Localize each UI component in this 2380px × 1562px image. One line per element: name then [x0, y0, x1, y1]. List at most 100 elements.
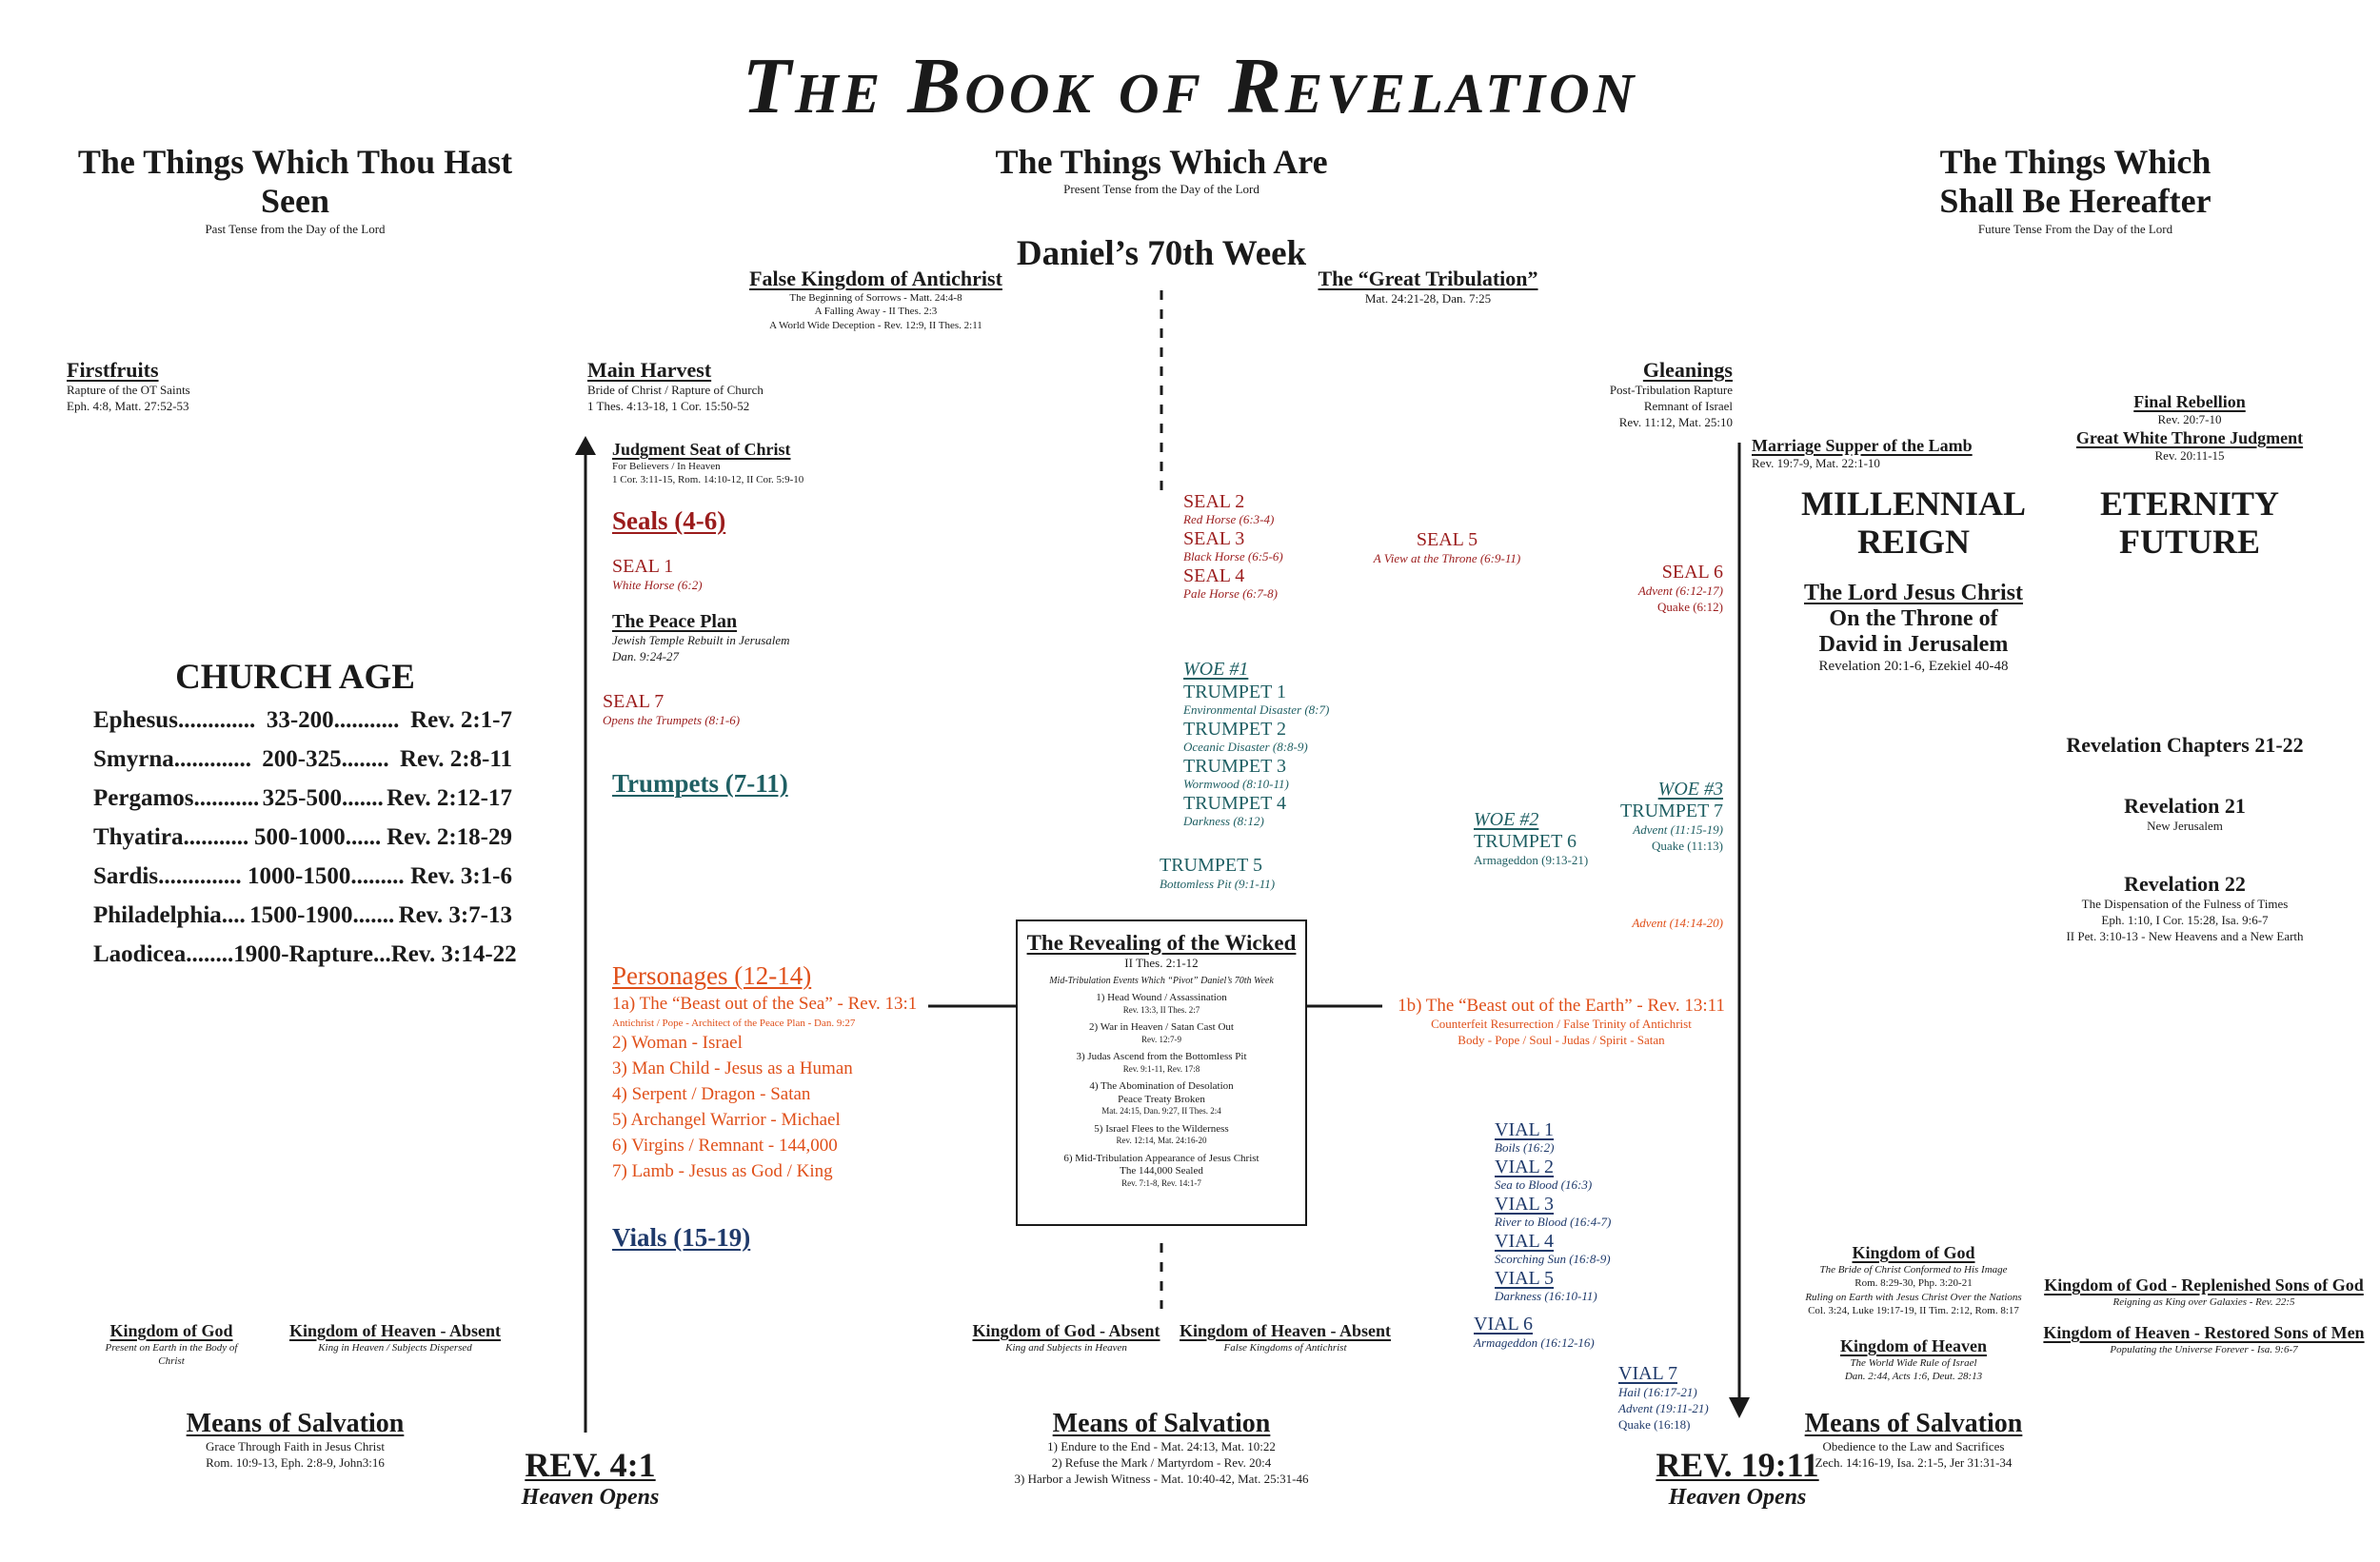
- kog-right-line-1: The Bride of Christ Conformed to His Ima…: [1819, 1264, 2008, 1275]
- seal6-block: SEAL 6 Advent (6:12-17) Quake (6:12): [1561, 562, 1723, 616]
- church-row: Pergamos...........325-500.......Rev. 2:…: [93, 779, 512, 818]
- church-name: Thyatira...........: [93, 818, 248, 857]
- kog-mid-sub: King and Subjects in Heaven: [1005, 1342, 1127, 1354]
- koh-mid-title: Kingdom of Heaven - Absent: [1179, 1321, 1391, 1340]
- means-left-block: Means of Salvation Grace Through Faith i…: [143, 1409, 447, 1472]
- church-row: Sardis..............1000-1500.........Re…: [93, 857, 512, 896]
- rev22-block: Revelation 22 The Dispensation of the Fu…: [1990, 872, 2380, 945]
- false-kingdom-line-2: A Falling Away - II Thes. 2:3: [814, 306, 938, 318]
- revealing-sub: Mid-Tribulation Events Which “Pivot” Dan…: [1049, 975, 1274, 986]
- firstfruits-line-2: Eph. 4:8, Matt. 27:52-53: [67, 398, 189, 413]
- main-harvest-line-2: 1 Thes. 4:13-18, 1 Cor. 15:50-52: [587, 398, 750, 413]
- revealing-event-ref: Rev. 7:1-8, Rev. 14:1-7: [1121, 1178, 1201, 1189]
- church-age-title: CHURCH AGE: [175, 658, 415, 697]
- trumpet7-title: TRUMPET 7: [1620, 801, 1723, 821]
- revealing-title: The Revealing of the Wicked: [1026, 931, 1297, 955]
- church-ref: Rev. 3:7-13: [398, 902, 512, 928]
- seal5-sub: A View at the Throne (6:9-11): [1373, 551, 1521, 565]
- gleanings-line-2: Remnant of Israel: [1643, 398, 1733, 413]
- firstfruits-title: Firstfruits: [67, 358, 159, 382]
- means-right-line-2: Zech. 14:16-19, Isa. 2:1-5, Jer 31:31-34: [1815, 1454, 2013, 1470]
- church-name: Pergamos...........: [93, 779, 259, 818]
- trumpet-mid-sub: Oceanic Disaster (8:8-9): [1183, 739, 1308, 754]
- church-name-text: Smyrna: [93, 746, 174, 772]
- lord-jesus-ref: Revelation 20:1-6, Ezekiel 40-48: [1818, 659, 2009, 674]
- marriage-supper-block: Marriage Supper of the Lamb Rev. 19:7-9,…: [1752, 436, 1973, 472]
- seal6-sub: Advent (6:12-17): [1637, 583, 1723, 598]
- trumpet6-title: TRUMPET 6: [1474, 831, 1577, 852]
- church-row: Smyrna.............200-325........Rev. 2…: [93, 740, 512, 779]
- trumpets-heading: Trumpets (7-11): [612, 769, 788, 798]
- trumpet7-sub: Advent (11:15-19): [1633, 822, 1723, 837]
- revealing-event: 6) Mid-Tribulation Appearance of Jesus C…: [1025, 1153, 1298, 1190]
- seal-mid-title: SEAL 3: [1183, 527, 1245, 549]
- seal1-block: SEAL 1 White Horse (6:2): [612, 556, 703, 594]
- trumpet-mid-title: TRUMPET 1: [1183, 682, 1286, 702]
- lord-jesus-block: The Lord Jesus Christ On the Throne of D…: [1771, 581, 2056, 677]
- vial-title: VIAL 2: [1495, 1156, 1555, 1177]
- means-right-line-1: Obedience to the Law and Sacrifices: [1822, 1439, 2005, 1453]
- revealing-event-text: 3) Judas Ascend from the Bottomless Pit: [1076, 1050, 1247, 1062]
- false-kingdom-line-1: The Beginning of Sorrows - Matt. 24:4-8: [789, 292, 962, 304]
- revealing-event-ref: Rev. 12:7-9: [1141, 1034, 1181, 1044]
- rev41-block: REV. 4:1 Heaven Opens: [486, 1445, 695, 1511]
- peace-plan-line-2: Dan. 9:24-27: [612, 648, 680, 663]
- trumpet-mid-title: TRUMPET 3: [1183, 755, 1286, 777]
- church-ref: Rev. 2:1-7: [410, 707, 512, 733]
- church-row: Laodicea........1900-Rapture...Rev. 3:14…: [93, 935, 517, 974]
- col-right-header: The Things Which Shall Be Hereafter Futu…: [1837, 143, 2313, 238]
- gleanings-line-3: Rev. 11:12, Mat. 25:10: [1618, 414, 1733, 429]
- personage-item: 3) Man Child - Jesus as a Human: [612, 1058, 853, 1079]
- col-mid-sub: Present Tense from the Day of the Lord: [1063, 182, 1259, 197]
- church-years: 500-1000......: [254, 818, 381, 857]
- vial-title: VIAL 4: [1495, 1230, 1555, 1252]
- church-dots: ...........: [193, 785, 260, 811]
- church-name-text: Ephesus: [93, 707, 178, 733]
- church-years: 325-500.......: [263, 779, 384, 818]
- trumpet-mid-title: TRUMPET 2: [1183, 718, 1286, 740]
- church-name-text: Philadelphia: [93, 902, 222, 928]
- woe3: WOE #3: [1657, 779, 1723, 800]
- church-name: Philadelphia....: [93, 896, 246, 935]
- church-ref: Rev. 2:8-11: [399, 746, 512, 772]
- kog-right-line-2: Rom. 8:29-30, Php. 3:20-21: [1854, 1277, 1973, 1290]
- kog-left-title: Kingdom of God: [109, 1321, 233, 1340]
- lord-jesus-line-2: David in Jerusalem: [1818, 632, 2009, 657]
- main-harvest-title: Main Harvest: [587, 358, 712, 382]
- col-right-heading-1: The Things Which: [1939, 143, 2211, 181]
- col-left-heading: The Things Which Thou Hast Seen: [77, 143, 513, 221]
- church-name: Laodicea........: [93, 935, 233, 974]
- revealing-event-text: 2) War in Heaven / Satan Cast Out: [1089, 1020, 1234, 1033]
- trumpet-mid-title: TRUMPET 4: [1183, 792, 1286, 814]
- right-down-arrow-head: [1729, 1397, 1750, 1418]
- seal6-sub2: Quake (6:12): [1657, 599, 1723, 614]
- church-years: 1900-Rapture...: [233, 935, 391, 974]
- revealing-event-text: 6) Mid-Tribulation Appearance of Jesus C…: [1063, 1152, 1259, 1164]
- kog-mid-block: Kingdom of God - Absent King and Subject…: [962, 1321, 1171, 1354]
- church-dots: .......: [352, 902, 395, 928]
- rev21-title: Revelation 21: [2124, 794, 2246, 818]
- church-years: 1500-1900.......: [249, 896, 394, 935]
- seal-mid-title: SEAL 4: [1183, 564, 1245, 586]
- church-years: 1000-1500.........: [248, 857, 405, 896]
- personages-title: Personages (12-14): [612, 961, 812, 990]
- means-right-block: Means of Salvation Obedience to the Law …: [1771, 1409, 2056, 1472]
- kog-right-line-4: Col. 3:24, Luke 19:17-19, II Tim. 2:12, …: [1808, 1304, 2019, 1316]
- rev22-title: Revelation 22: [2124, 872, 2246, 896]
- koh-far-block: Kingdom of Heaven - Restored Sons of Men…: [2042, 1323, 2366, 1356]
- judgment-seat-line-2: 1 Cor. 3:11-15, Rom. 14:10-12, II Cor. 5…: [612, 474, 804, 486]
- vial7-sub2: Advent (19:11-21): [1618, 1400, 1709, 1415]
- koh-right-line-2: Dan. 2:44, Acts 1:6, Deut. 28:13: [1844, 1371, 1983, 1383]
- kog-right-line-3: Ruling on Earth with Jesus Christ Over t…: [1805, 1291, 2022, 1303]
- church-years-text: 500-1000: [253, 824, 346, 850]
- peace-plan-title: The Peace Plan: [612, 611, 738, 632]
- church-name-text: Sardis: [93, 863, 159, 889]
- koh-mid-sub: False Kingdoms of Antichrist: [1223, 1342, 1347, 1354]
- vial7-block: VIAL 7 Hail (16:17-21) Advent (19:11-21)…: [1618, 1363, 1709, 1433]
- eternity-future: ETERNITY FUTURE: [2066, 484, 2313, 561]
- trumpet6-sub: Armageddon (9:13-21): [1474, 853, 1589, 867]
